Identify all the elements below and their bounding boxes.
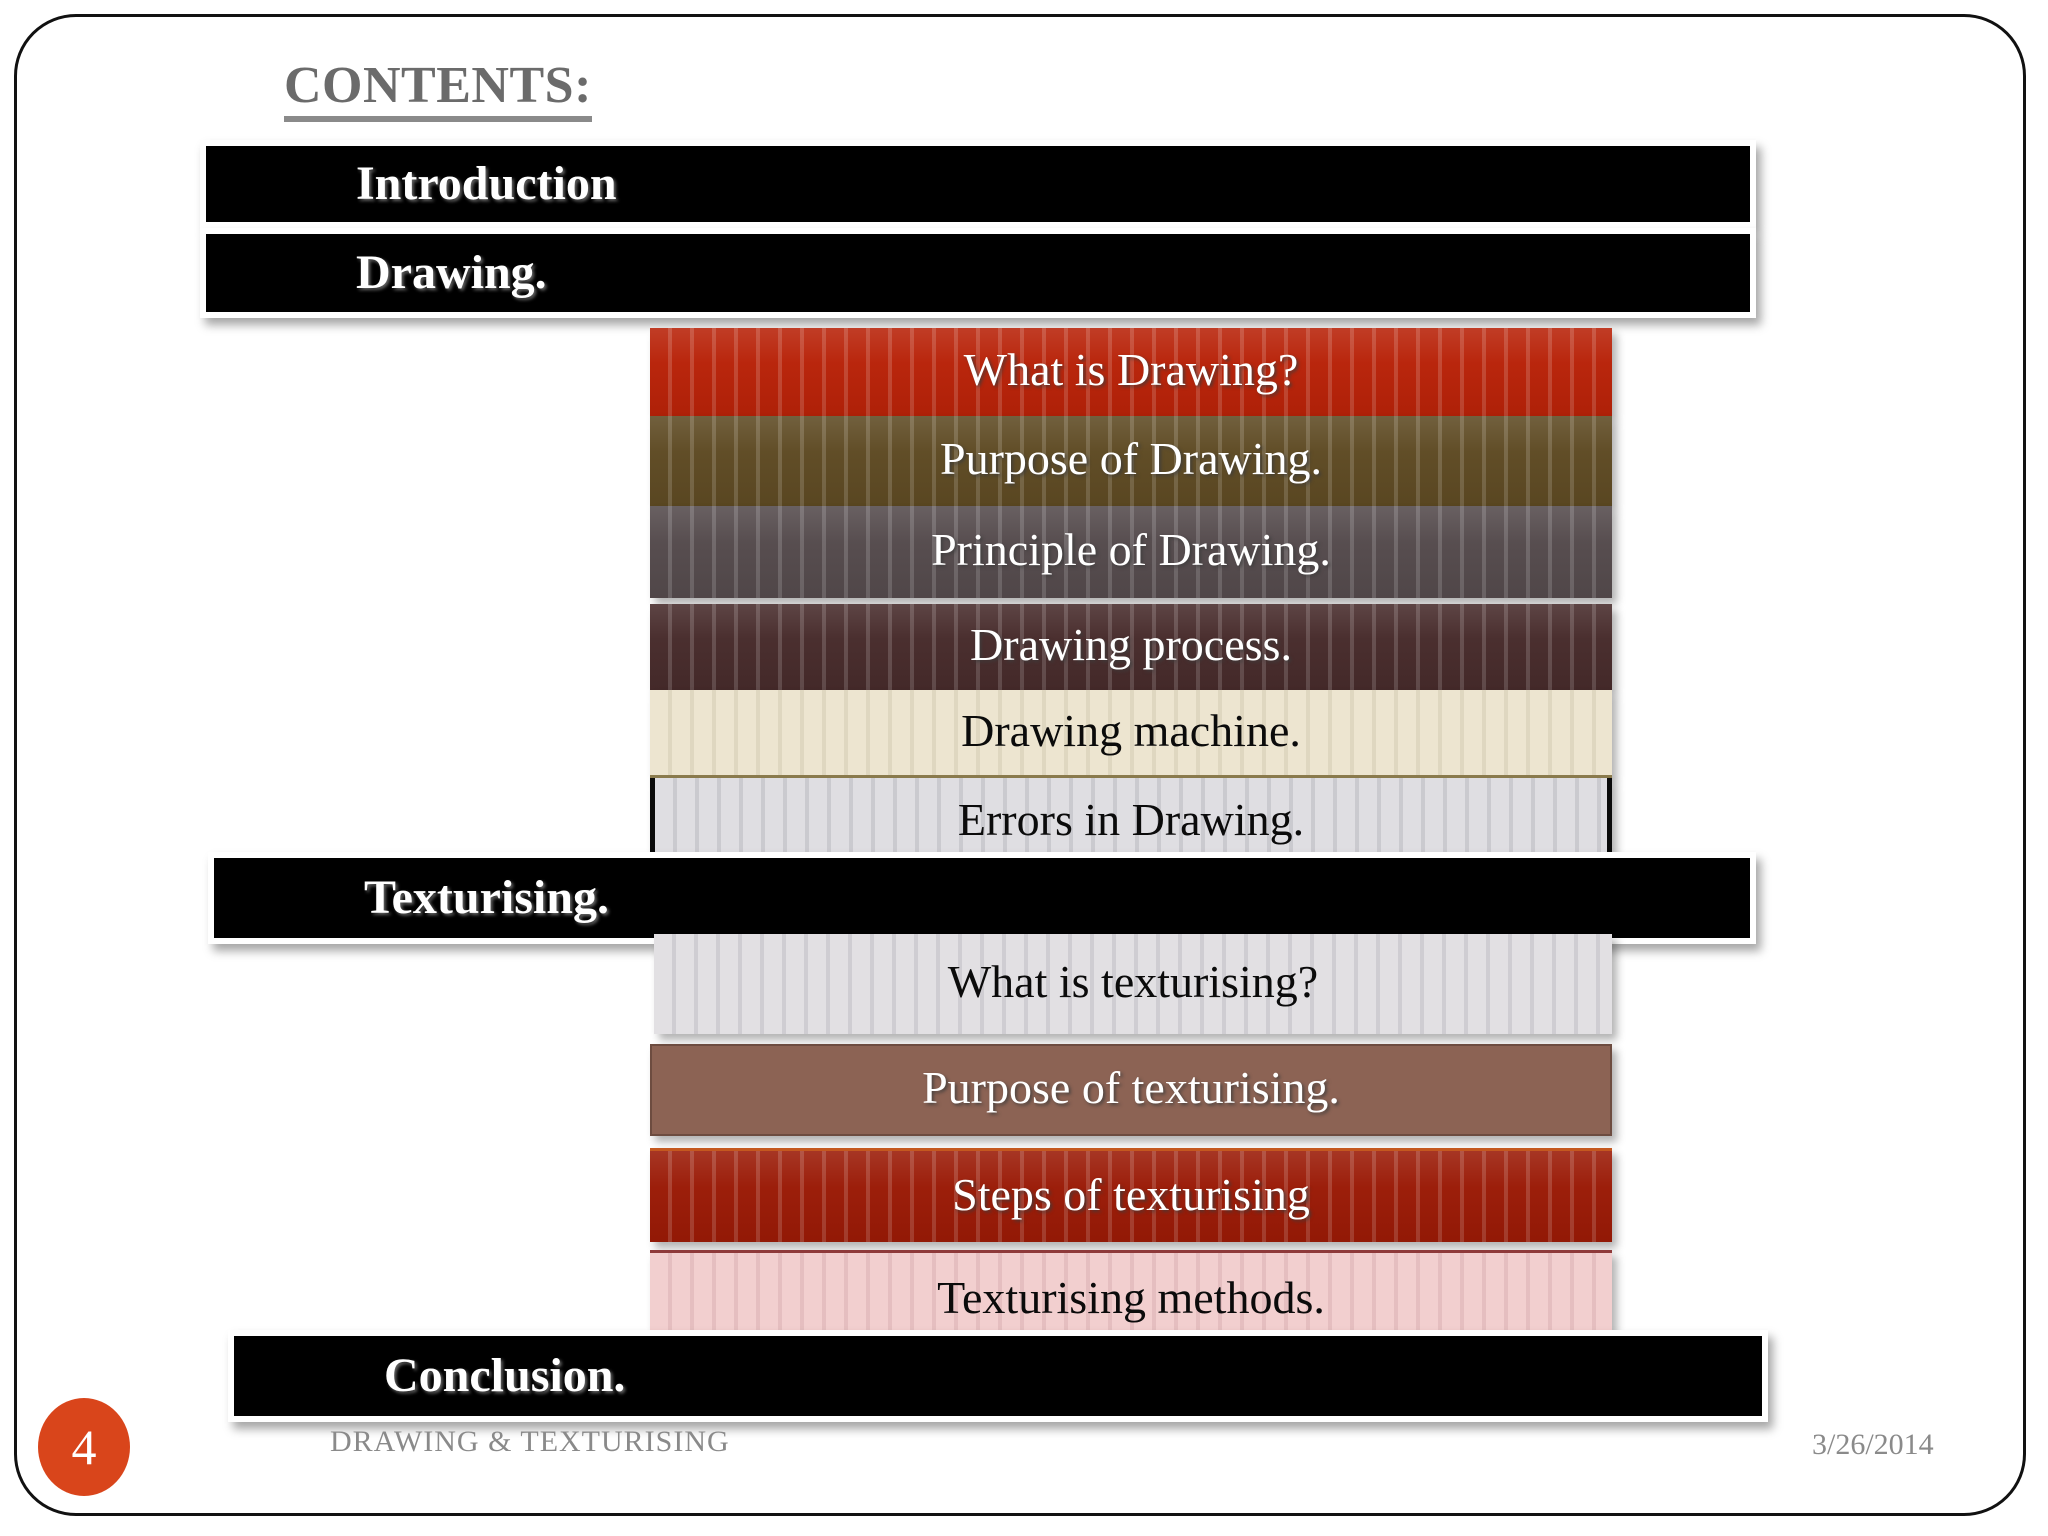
section-label-introduction: Introduction	[356, 157, 617, 210]
topic-label-purpose-of-texturising: Purpose of texturising.	[922, 1062, 1340, 1113]
topic-label-errors-in-drawing: Errors in Drawing.	[957, 794, 1305, 845]
topic-label-drawing-machine: Drawing machine.	[961, 704, 1301, 756]
topic-bar-what-is-drawing[interactable]: What is Drawing?	[650, 328, 1612, 416]
topic-label-steps-of-texturising: Steps of texturising	[952, 1168, 1310, 1220]
topic-label-drawing-process: Drawing process.	[970, 619, 1292, 670]
footer-presentation-title: DRAWING & TEXTURISING	[330, 1425, 730, 1458]
section-bar-introduction[interactable]: Introduction	[200, 140, 1756, 228]
topic-bar-purpose-of-texturising[interactable]: Purpose of texturising.	[650, 1044, 1612, 1136]
section-bar-fill: Introduction	[206, 146, 1750, 222]
section-bar-fill: Drawing.	[206, 234, 1750, 312]
footer-date: 3/26/2014	[1812, 1428, 1934, 1461]
section-bar-drawing[interactable]: Drawing.	[200, 228, 1756, 318]
section-bar-conclusion[interactable]: Conclusion.	[228, 1330, 1768, 1422]
section-label-texturising: Texturising.	[364, 871, 609, 924]
topic-bar-drawing-machine[interactable]: Drawing machine.	[650, 690, 1612, 778]
section-label-drawing: Drawing.	[356, 246, 547, 299]
section-label-conclusion: Conclusion.	[384, 1349, 626, 1402]
page-number-badge: 4	[38, 1398, 130, 1496]
section-bar-fill: Texturising.	[214, 858, 1750, 938]
topic-bar-steps-of-texturising[interactable]: Steps of texturising	[650, 1148, 1612, 1242]
topic-label-what-is-drawing: What is Drawing?	[963, 344, 1299, 395]
topic-label-texturising-methods: Texturising methods.	[937, 1271, 1325, 1323]
topic-label-what-is-texturising: What is texturising?	[947, 956, 1319, 1007]
topic-bar-drawing-process[interactable]: Drawing process.	[650, 604, 1612, 690]
topic-bar-purpose-of-drawing[interactable]: Purpose of Drawing.	[650, 416, 1612, 506]
topic-label-principle-of-drawing: Principle of Drawing.	[931, 524, 1331, 575]
section-bar-texturising[interactable]: Texturising.	[208, 852, 1756, 944]
section-bar-fill: Conclusion.	[234, 1336, 1762, 1416]
topic-bar-what-is-texturising[interactable]: What is texturising?	[654, 934, 1612, 1034]
page-title: CONTENTS:	[284, 57, 592, 123]
topic-label-purpose-of-drawing: Purpose of Drawing.	[940, 433, 1322, 484]
topic-bar-principle-of-drawing[interactable]: Principle of Drawing.	[650, 506, 1612, 598]
